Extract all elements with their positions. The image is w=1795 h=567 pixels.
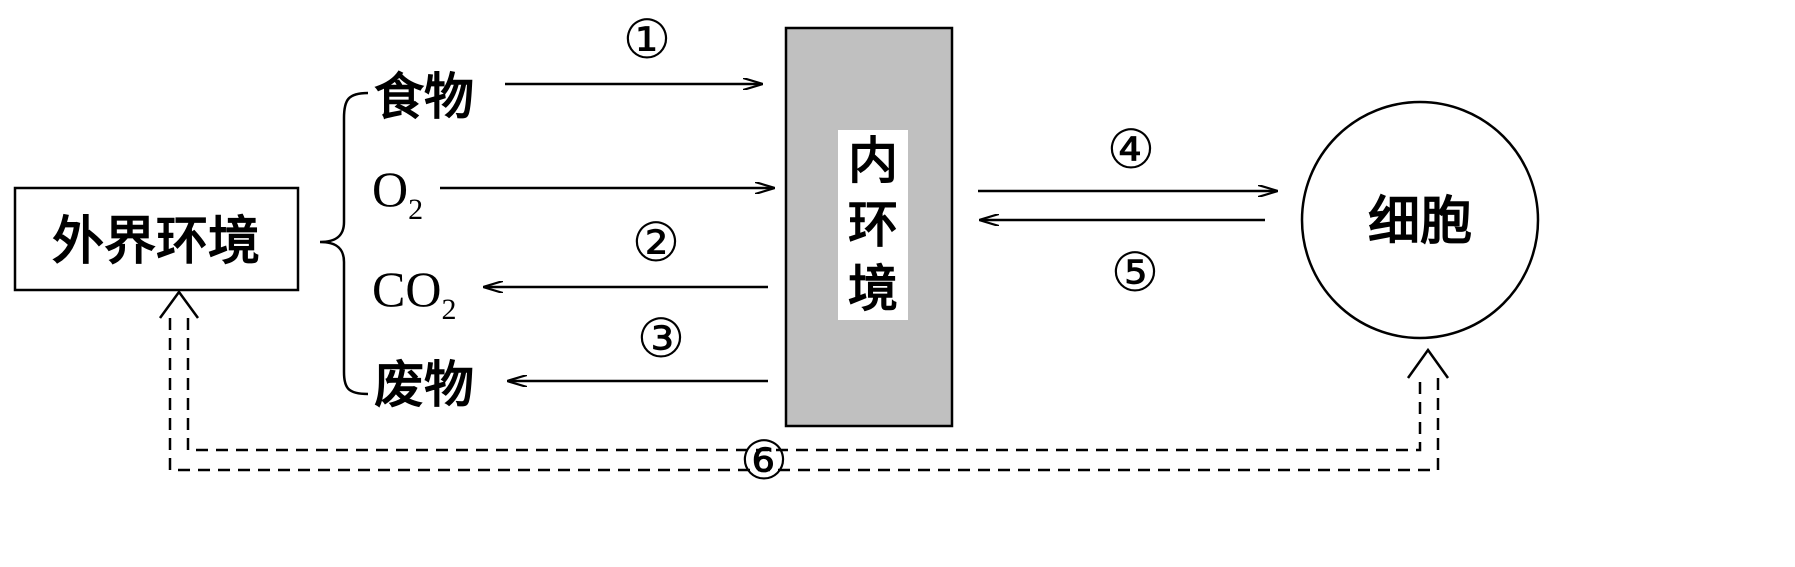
co2-base: CO <box>372 261 441 317</box>
external-environment-label: 外界环境 <box>52 212 260 272</box>
o2-base: O <box>372 161 408 217</box>
step-2-label: ② <box>632 211 680 274</box>
step-5-label: ⑤ <box>1111 241 1159 304</box>
step-1-label: ① <box>623 8 671 71</box>
grouping-brace <box>319 91 369 396</box>
internal-environment-label-bg <box>838 130 908 320</box>
cell-circle <box>1300 100 1540 340</box>
waste-label: 废物 <box>374 356 474 414</box>
o2-subscript: 2 <box>408 193 423 226</box>
step-4-label: ④ <box>1107 118 1155 181</box>
step-6-label: ⑥ <box>740 429 788 492</box>
dashed-arrowhead-external <box>158 289 200 319</box>
internal-environment-char-2: 环 <box>848 196 898 254</box>
external-environment-box <box>13 186 300 292</box>
food-label: 食物 <box>374 68 474 126</box>
co2-label: CO2 <box>372 261 456 326</box>
internal-environment-char-3: 境 <box>848 260 898 318</box>
o2-label: O2 <box>372 161 423 226</box>
dashed-arrowhead-cell <box>1406 347 1450 379</box>
internal-environment-char-1: 内 <box>848 132 898 190</box>
step-3-label: ③ <box>637 307 685 370</box>
co2-subscript: 2 <box>441 293 456 326</box>
dashed-connection-6 <box>168 318 1440 472</box>
cell-label: 细胞 <box>1368 192 1472 252</box>
